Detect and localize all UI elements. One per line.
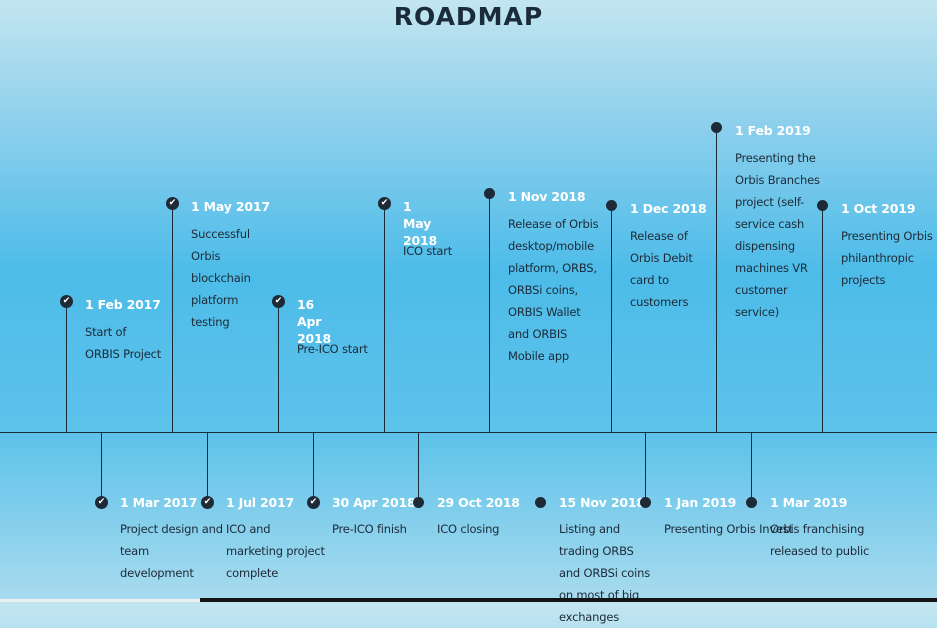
check-icon: ✔ — [60, 294, 73, 308]
milestone-description: ICO and marketing project complete — [226, 522, 325, 580]
milestone-date: 1 Feb 2017 — [85, 297, 161, 312]
milestone-description: ICO closing — [437, 522, 500, 536]
check-icon: ✔ — [95, 495, 108, 509]
dot-icon — [413, 496, 424, 508]
milestone-stem — [172, 203, 173, 432]
milestone-description: Project design and team development — [120, 522, 223, 580]
milestone-stem — [313, 432, 314, 502]
milestone-stem — [645, 432, 646, 502]
milestone-stem — [66, 301, 67, 432]
milestone-description: Release of Orbis desktop/mobile platform… — [508, 217, 599, 363]
milestone-date: 15 Nov 2018 — [559, 495, 645, 510]
milestone-stem — [278, 301, 279, 432]
milestone-description: Start of ORBIS Project — [85, 325, 162, 361]
milestone-description: Successful Orbis blockchain platform tes… — [191, 227, 251, 329]
dot-icon — [640, 496, 651, 508]
milestone-description: Presenting Orbis Invest — [664, 522, 793, 536]
milestone-date: 1 May 2018 — [403, 199, 437, 248]
milestone-description: Orbis franchising released to public — [770, 522, 870, 558]
milestone-stem — [418, 432, 419, 502]
check-icon: ✔ — [272, 294, 285, 308]
milestone-stem — [822, 205, 823, 432]
milestone-date: 1 Jan 2019 — [664, 495, 737, 510]
milestone-description: Pre-ICO start — [297, 342, 368, 356]
dot-icon — [484, 187, 495, 199]
timeline-axis — [0, 432, 937, 433]
milestone-date: 1 Jul 2017 — [226, 495, 295, 510]
dot-icon — [817, 199, 828, 211]
milestone-stem — [716, 127, 717, 432]
bottom-strip — [200, 598, 937, 602]
milestone-stem — [489, 193, 490, 432]
dot-icon — [606, 199, 617, 211]
milestone-date: 1 Mar 2017 — [120, 495, 198, 510]
milestone-stem — [101, 432, 102, 502]
dot-icon — [746, 496, 757, 508]
check-icon: ✔ — [201, 495, 214, 509]
milestone-date: 30 Apr 2018 — [332, 495, 416, 510]
milestone-date: 16 Apr 2018 — [297, 297, 331, 346]
milestone-date: 29 Oct 2018 — [437, 495, 520, 510]
milestone-date: 1 Nov 2018 — [508, 189, 586, 204]
milestone-description: ICO start — [403, 244, 453, 258]
milestone-stem — [751, 432, 752, 502]
bottom-strip-light — [0, 599, 200, 602]
check-icon: ✔ — [378, 196, 391, 210]
milestone-date: 1 Feb 2019 — [735, 123, 811, 138]
page-title: ROADMAP — [393, 2, 544, 31]
dot-icon — [535, 496, 546, 508]
milestone-date: 1 May 2017 — [191, 199, 270, 214]
milestone-date: 1 Oct 2019 — [841, 201, 916, 216]
milestone-stem — [384, 203, 385, 432]
dot-icon — [711, 121, 722, 133]
milestone-description: Release of Orbis Debit card to customers — [630, 229, 693, 309]
milestone-description: Presenting the Orbis Branches project (s… — [735, 151, 820, 319]
milestone-description: Listing and trading ORBS and ORBSi coins… — [559, 522, 651, 624]
check-icon: ✔ — [307, 495, 320, 509]
milestone-stem — [207, 432, 208, 502]
milestone-stem — [611, 205, 612, 432]
check-icon: ✔ — [166, 196, 179, 210]
milestone-description: Pre-ICO finish — [332, 522, 407, 536]
milestone-date: 1 Mar 2019 — [770, 495, 848, 510]
milestone-description: Presenting Orbis philanthropic projects — [841, 229, 933, 287]
milestone-date: 1 Dec 2018 — [630, 201, 707, 216]
